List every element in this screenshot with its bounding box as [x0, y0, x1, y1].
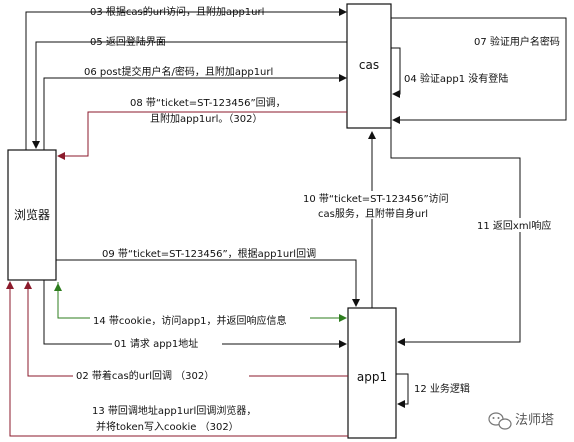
edge-13-label-line2: 并将token写入cookie （302）: [96, 420, 239, 433]
edge-14-label: 14 带cookie，访问app1，并返回响应信息: [93, 314, 287, 327]
watermark-text: 法师塔: [515, 413, 554, 428]
edge-08: 08 带“ticket=ST-123456”回调， 且附加app1url。（30…: [57, 97, 347, 160]
edge-12: 12 业务逻辑: [396, 373, 470, 408]
edge-01: 01 请求 app1地址: [43, 280, 347, 350]
edge-05-label: 05 返回登陆界面: [90, 35, 166, 48]
edge-06: 06 post提交用户名/密码，且附加app1url: [43, 65, 347, 150]
edge-08-label-line1: 08 带“ticket=ST-123456”回调，: [130, 97, 286, 109]
browser-label: 浏览器: [14, 207, 50, 222]
edge-02-label: 02 带着cas的url回调 （302）: [76, 369, 214, 382]
cas-label: cas: [359, 58, 379, 72]
edge-02: 02 带着cas的url回调 （302）: [24, 281, 348, 382]
edge-08-label-line2: 且附加app1url。（302）: [150, 112, 263, 125]
edge-10-label-line2: cas服务，且附带自身url: [318, 207, 428, 220]
wechat-icon: [488, 412, 512, 430]
edge-09-label: 09 带“ticket=ST-123456”，根据app1url回调: [102, 247, 316, 260]
edge-11-label: 11 返回xml响应: [477, 219, 551, 232]
edge-10: 10 带“ticket=ST-123456”访问 cas服务，且附带自身url: [300, 131, 450, 308]
edge-03: 03 根据cas的url访问，且附加app1url: [25, 5, 347, 150]
edge-09: 09 带“ticket=ST-123456”，根据app1url回调: [56, 247, 360, 307]
edge-11: 11 返回xml响应: [390, 128, 562, 346]
edge-14: 14 带cookie，访问app1，并返回响应信息: [54, 282, 347, 327]
edge-13-label-line1: 13 带回调地址app1url回调浏览器，: [92, 404, 256, 417]
edge-05: 05 返回登陆界面: [32, 35, 347, 149]
cas-node: cas: [346, 3, 392, 129]
edge-04-label: 04 验证app1 没有登陆: [404, 72, 508, 85]
watermark: 法师塔: [488, 412, 554, 430]
browser-node: 浏览器: [7, 149, 57, 281]
edge-01-label: 01 请求 app1地址: [114, 337, 198, 350]
edge-13: 13 带回调地址app1url回调浏览器， 并将token写入cookie （3…: [6, 281, 348, 437]
edge-04: 04 验证app1 没有登陆: [391, 47, 508, 98]
edge-07-label: 07 验证用户名密码: [474, 35, 560, 48]
edge-12-label: 12 业务逻辑: [414, 382, 470, 395]
edge-10-label-line1: 10 带“ticket=ST-123456”访问: [303, 192, 449, 205]
app1-node: app1: [347, 307, 397, 439]
edge-07: 07 验证用户名密码: [391, 17, 567, 124]
edge-06-label: 06 post提交用户名/密码，且附加app1url: [84, 65, 273, 78]
app1-label: app1: [357, 370, 387, 384]
edge-03-label: 03 根据cas的url访问，且附加app1url: [90, 5, 264, 18]
